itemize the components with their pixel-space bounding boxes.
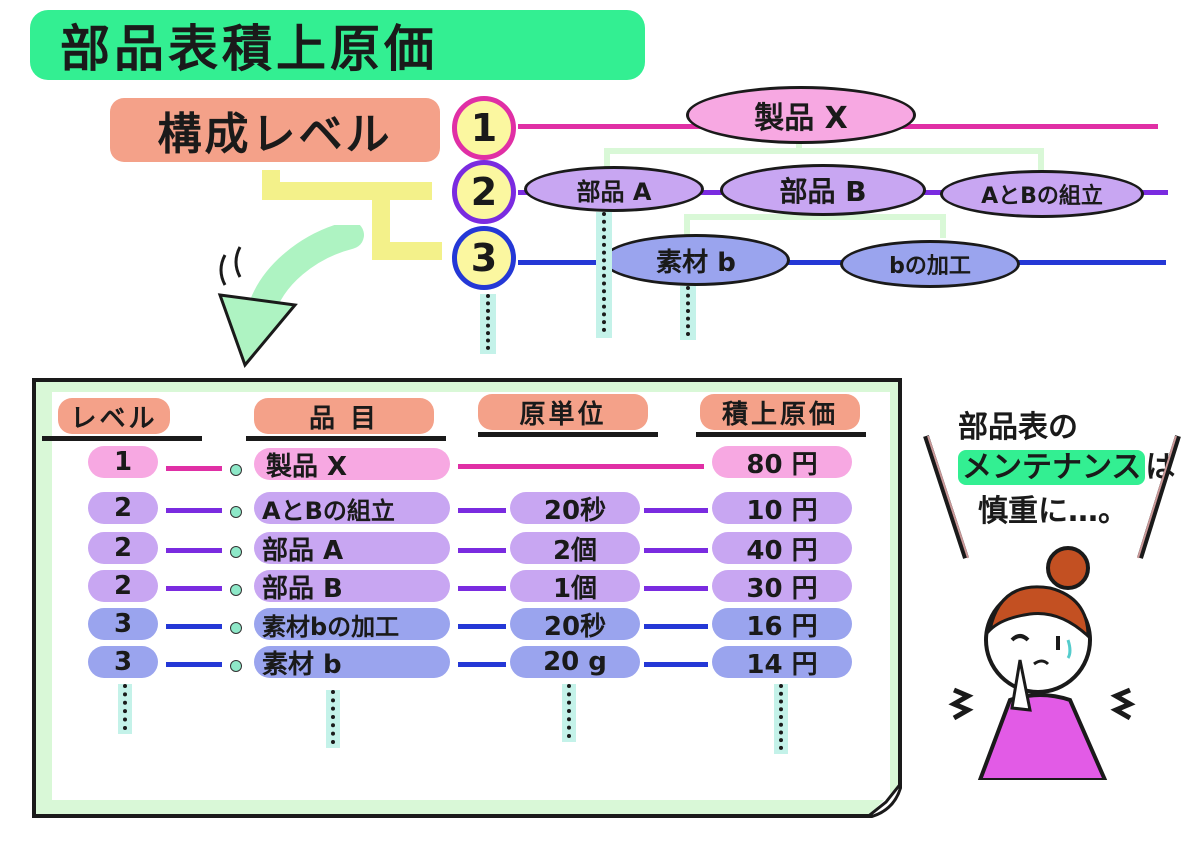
- row-1-line-b: [458, 508, 506, 513]
- row-0-line-a: [166, 466, 222, 471]
- tree-node-product-x: 製品 X: [686, 86, 916, 144]
- row-0-dot: [230, 464, 242, 476]
- row-0-level: 1: [88, 446, 158, 478]
- row-2-cost: 40 円: [712, 532, 852, 566]
- table-continuation-item: [326, 690, 340, 748]
- emphasis-lines-icon: [923, 435, 1181, 559]
- row-5-line-c: [644, 662, 708, 667]
- row-1-dot: [230, 506, 242, 518]
- header-level-underline: [42, 436, 202, 441]
- note-line-2: メンテナンスは: [958, 442, 1175, 486]
- row-5-level: 3: [88, 646, 158, 678]
- level-connector: [262, 170, 432, 200]
- tree-node-processing-b: bの加工: [840, 240, 1020, 288]
- note-line-3: 慎重に…。: [978, 494, 1128, 529]
- row-4-line-a: [166, 624, 222, 629]
- row-4-level: 3: [88, 608, 158, 640]
- level-label: 構成レベル: [110, 98, 440, 162]
- row-5-line-a: [166, 662, 222, 667]
- row-0-cost: 80 円: [712, 446, 852, 480]
- row-3-level: 2: [88, 570, 158, 602]
- row-2-line-a: [166, 548, 222, 553]
- continuation-dots-3: [680, 286, 696, 340]
- header-unit: 原単位: [478, 394, 648, 430]
- header-cost-underline: [696, 432, 866, 437]
- tree-node-assembly: AとBの組立: [940, 170, 1144, 218]
- row-4-unit: 20秒: [510, 608, 640, 642]
- row-3-line-c: [644, 586, 708, 591]
- down-arrow-icon: [217, 225, 364, 368]
- continuation-dots-2: [596, 212, 612, 338]
- row-1-level: 2: [88, 492, 158, 524]
- tree-node-part-b: 部品 B: [720, 164, 926, 216]
- row-4-dot: [230, 622, 242, 634]
- page-title: 部品表積上原価: [30, 10, 645, 80]
- row-2-line-b: [458, 548, 506, 553]
- page-curl-icon: [866, 782, 902, 818]
- header-cost: 積上原価: [700, 394, 860, 430]
- table-continuation-level: [118, 684, 132, 734]
- row-3-item: 部品 B: [254, 570, 450, 604]
- row-3-line-b: [458, 586, 506, 591]
- row-2-unit: 2個: [510, 532, 640, 566]
- row-3-line-a: [166, 586, 222, 591]
- row-3-unit: 1個: [510, 570, 640, 604]
- table-continuation-cost: [774, 684, 788, 754]
- header-item: 品 目: [254, 398, 434, 434]
- row-4-cost: 16 円: [712, 608, 852, 642]
- row-0-item: 製品 X: [254, 448, 450, 482]
- continuation-dots-1: [480, 294, 496, 354]
- row-5-line-b: [458, 662, 506, 667]
- level-circle-3: 3: [452, 226, 516, 290]
- row-1-item: AとBの組立: [254, 492, 450, 525]
- row-5-cost: 14 円: [712, 646, 852, 680]
- row-2-level: 2: [88, 532, 158, 564]
- header-item-underline: [246, 436, 446, 441]
- row-1-unit: 20秒: [510, 492, 640, 526]
- row-3-cost: 30 円: [712, 570, 852, 604]
- row-5-dot: [230, 660, 242, 672]
- level-connector-2: [372, 200, 442, 260]
- header-unit-underline: [478, 432, 658, 437]
- row-1-line-a: [166, 508, 222, 513]
- row-2-item: 部品 A: [254, 532, 450, 566]
- tree-node-material-b: 素材 b: [602, 234, 790, 286]
- row-5-item: 素材 b: [254, 646, 450, 680]
- tree-node-part-a: 部品 A: [524, 166, 704, 212]
- row-0-line-b: [458, 464, 704, 469]
- level-circle-2: 2: [452, 160, 516, 224]
- level-circle-1: 1: [452, 96, 516, 160]
- row-5-unit: 20 g: [510, 646, 640, 678]
- worried-person-icon: [948, 546, 1136, 780]
- tree-connector-2: [684, 214, 946, 238]
- table-continuation-unit: [562, 684, 576, 742]
- row-4-line-b: [458, 624, 506, 629]
- tree-connector-1: [604, 148, 1044, 170]
- row-1-cost: 10 円: [712, 492, 852, 526]
- note-line-1: 部品表の: [958, 410, 1078, 445]
- row-4-line-c: [644, 624, 708, 629]
- header-level: レベル: [58, 398, 170, 434]
- row-4-item: 素材bの加工: [254, 608, 450, 641]
- row-2-dot: [230, 546, 242, 558]
- row-2-line-c: [644, 548, 708, 553]
- row-3-dot: [230, 584, 242, 596]
- note-highlight: メンテナンス: [958, 450, 1146, 485]
- row-1-line-c: [644, 508, 708, 513]
